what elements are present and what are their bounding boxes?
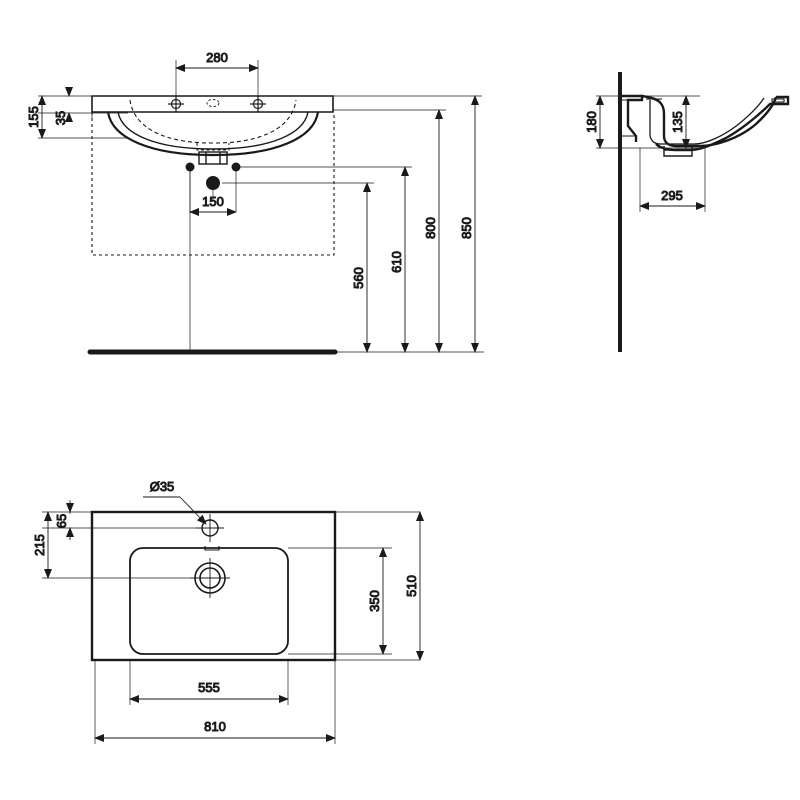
dimension-280-label: 280 bbox=[206, 50, 228, 65]
dimension-610: 610 bbox=[389, 166, 409, 353]
side-section-bowl-inner bbox=[649, 97, 765, 145]
dimension-35: 35 bbox=[53, 87, 73, 126]
dimension-800-label: 800 bbox=[423, 217, 438, 239]
dimension-65: 65 bbox=[54, 502, 74, 540]
side-wall-bracket bbox=[622, 99, 636, 137]
dimension-810-label: 810 bbox=[204, 719, 226, 734]
plan-outer-outline bbox=[90, 510, 337, 662]
dimension-35-label: 35 bbox=[53, 111, 68, 125]
service-connections bbox=[185, 162, 241, 352]
dimension-155-label: 155 bbox=[26, 106, 41, 128]
basin-bowl-hidden-edge bbox=[129, 99, 297, 144]
dimension-65-label: 65 bbox=[54, 514, 69, 528]
overflow-slot-hidden bbox=[196, 143, 230, 151]
dimension-850: 850 bbox=[459, 95, 479, 353]
dimension-180: 180 bbox=[584, 95, 604, 149]
dimension-510-label: 510 bbox=[404, 575, 419, 597]
plan-view: Ø35 65 215 350 510 bbox=[32, 479, 424, 744]
waste-outlet-plan bbox=[190, 558, 230, 598]
dimension-800: 800 bbox=[423, 109, 443, 353]
dimension-155: 155 bbox=[26, 95, 46, 139]
dimension-280: 280 bbox=[175, 50, 259, 72]
dimension-350: 350 bbox=[367, 547, 387, 655]
diameter-35-label: Ø35 bbox=[150, 479, 175, 494]
plan-view-extension-lines bbox=[42, 500, 420, 744]
dimension-510: 510 bbox=[404, 511, 424, 661]
side-waste-boss bbox=[663, 146, 693, 157]
dimension-560: 560 bbox=[351, 182, 371, 353]
tap-hole-left-mark bbox=[168, 96, 184, 112]
dimension-215-label: 215 bbox=[32, 534, 47, 556]
dimension-215: 215 bbox=[32, 511, 52, 579]
basin-bowl-inner-curve bbox=[117, 111, 309, 150]
dimension-350-label: 350 bbox=[367, 590, 382, 612]
dimension-150: 150 bbox=[189, 194, 237, 216]
side-view: 180 135 295 bbox=[584, 72, 790, 352]
basin-rim-outline bbox=[91, 95, 334, 113]
plan-bowl-outline bbox=[129, 547, 289, 655]
dimension-150-label: 150 bbox=[202, 194, 224, 209]
dimension-180-label: 180 bbox=[584, 111, 599, 133]
dimension-850-label: 850 bbox=[459, 217, 474, 239]
plan-overflow-notch bbox=[204, 546, 220, 551]
rim-centre-mark bbox=[206, 99, 220, 107]
side-rim-slot bbox=[646, 98, 785, 103]
dimension-135: 135 bbox=[670, 95, 690, 149]
tap-hole-right-mark bbox=[250, 96, 266, 112]
dimension-555: 555 bbox=[129, 680, 289, 703]
dimension-135-label: 135 bbox=[670, 111, 685, 133]
front-view: 280 155 35 150 560 bbox=[26, 50, 484, 355]
tap-hole-plan bbox=[196, 514, 224, 542]
diameter-35-leader: Ø35 bbox=[143, 479, 207, 525]
dimension-560-label: 560 bbox=[351, 267, 366, 289]
dimension-295: 295 bbox=[639, 188, 706, 210]
waste-outlet-boss bbox=[198, 151, 228, 165]
basin-bowl-front-curve bbox=[106, 111, 320, 157]
dimension-810: 810 bbox=[94, 719, 336, 742]
dimension-555-label: 555 bbox=[198, 680, 220, 695]
vanity-unit-outline bbox=[91, 112, 335, 256]
dimension-295-label: 295 bbox=[661, 188, 683, 203]
dimension-610-label: 610 bbox=[389, 251, 404, 273]
